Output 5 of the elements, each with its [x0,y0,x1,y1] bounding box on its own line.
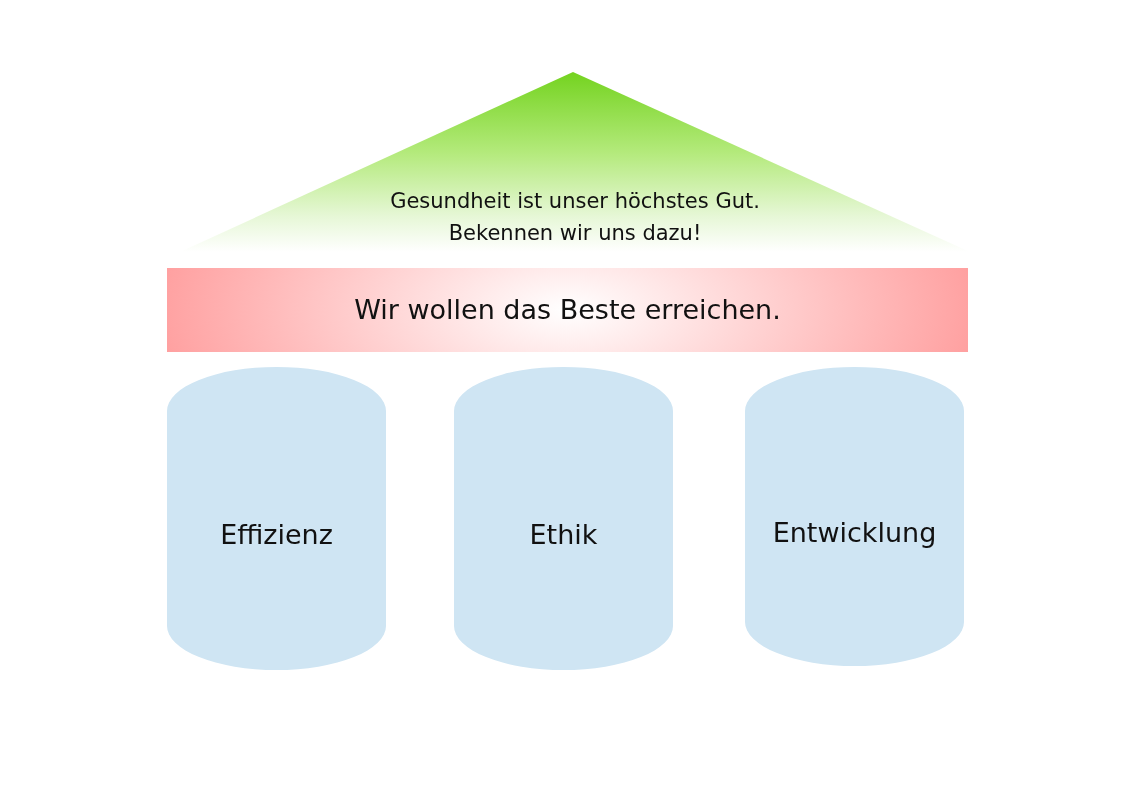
pillar-text: Entwicklung [771,515,938,550]
pillar-text: Effizienz [219,517,334,552]
beam-text: Wir wollen das Beste erreichen. [353,292,782,327]
roof-text: Gesundheit ist unser höchstes Gut. Bekennen wir uns dazu! [389,188,761,247]
pillar-text: Ethik [528,517,599,552]
